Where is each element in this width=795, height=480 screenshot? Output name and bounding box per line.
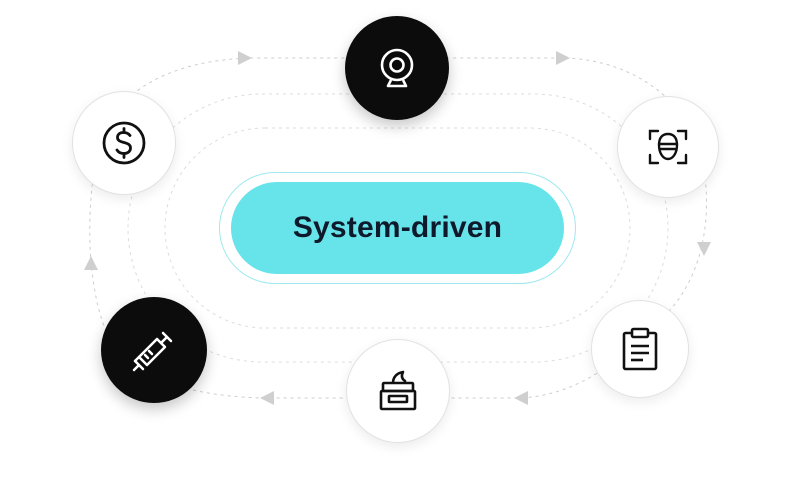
clipboard-icon: [622, 327, 658, 371]
center-pill: System-driven: [231, 182, 564, 274]
arrow-right: [697, 242, 711, 256]
inner-orbit-ring: [164, 127, 631, 329]
arrow-bottom-right: [514, 391, 528, 405]
webcam-node: [345, 16, 449, 120]
dollar-node: [72, 91, 176, 195]
center-label: System-driven: [292, 211, 503, 244]
arrow-bottom-left: [260, 391, 274, 405]
face-scan-icon: [648, 129, 688, 165]
arrow-left: [84, 256, 98, 270]
arrow-top-left: [238, 51, 252, 65]
syringe-node: [101, 297, 207, 403]
cream-jar-icon: [379, 370, 417, 411]
face-scan-node: [617, 96, 719, 198]
syringe-icon: [132, 331, 173, 372]
webcam-icon: [380, 48, 414, 88]
cream-jar-node: [346, 339, 450, 443]
arrow-top-right: [556, 51, 570, 65]
dollar-icon: [102, 121, 146, 165]
clipboard-node: [591, 300, 689, 398]
